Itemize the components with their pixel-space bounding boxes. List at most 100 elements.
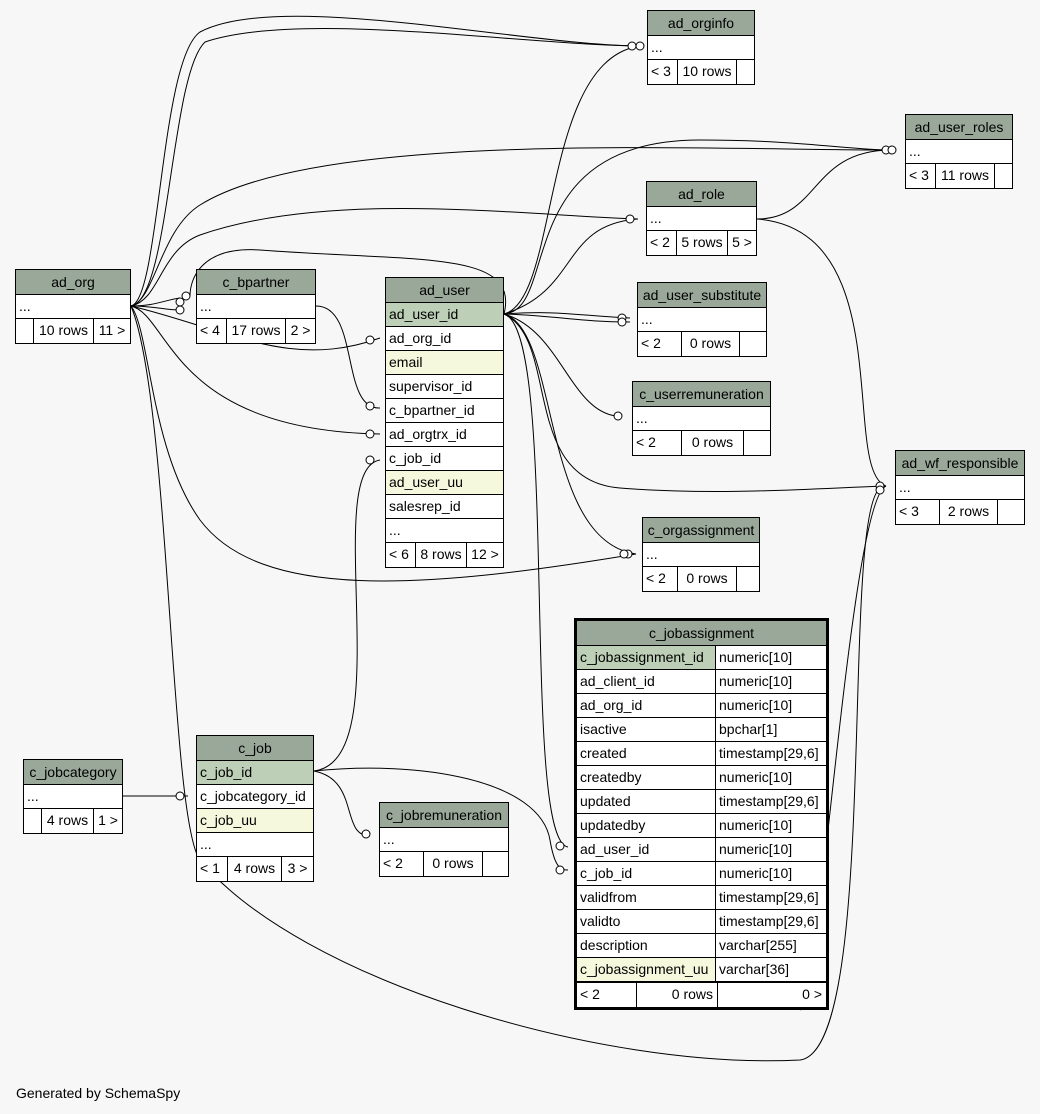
column-name: ... <box>899 479 911 495</box>
parents-count[interactable]: < 2 <box>643 567 678 591</box>
table-ad_orginfo[interactable]: ad_orginfo ... < 3 10 rows <box>647 10 755 85</box>
table-title[interactable]: c_jobcategory <box>24 760 122 785</box>
row-count: 17 rows <box>227 319 286 343</box>
table-c_bpartner[interactable]: c_bpartner ... < 4 17 rows 2 > <box>196 269 316 344</box>
parents-count[interactable]: < 3 <box>896 500 940 524</box>
column-type: numeric[10] <box>715 646 826 669</box>
children-count[interactable] <box>740 332 766 356</box>
table-c_orgassignment[interactable]: c_orgassignment ... < 2 0 rows <box>642 517 760 592</box>
table-title[interactable]: ad_orginfo <box>648 11 754 36</box>
parents-count[interactable]: < 2 <box>380 852 424 876</box>
table-ad_user[interactable]: ad_user ad_user_id ad_org_id email super… <box>385 277 504 568</box>
parents-count[interactable]: < 3 <box>648 60 678 84</box>
relationship-edge <box>756 218 887 487</box>
table-title[interactable]: c_job <box>197 736 313 761</box>
optional-marker <box>365 429 375 439</box>
children-count[interactable] <box>744 431 770 455</box>
relationship-edge <box>503 313 637 555</box>
children-count[interactable]: 3 > <box>287 860 308 876</box>
table-title[interactable]: ad_user <box>386 278 503 303</box>
column-name: ... <box>909 143 921 159</box>
table-footer: < 1 4 rows 3 > <box>197 857 313 881</box>
table-footer: < 6 8 rows 12 > <box>386 543 503 567</box>
children-count[interactable]: 0 > <box>802 986 822 1002</box>
optional-marker <box>635 41 645 51</box>
parents-count[interactable]: < 2 <box>633 431 682 455</box>
column-name: c_job_id <box>389 450 442 466</box>
parents-count[interactable]: < 2 <box>577 983 637 1007</box>
optional-marker <box>365 335 375 345</box>
relationship-edge <box>130 305 881 1062</box>
optional-marker <box>175 791 185 801</box>
column-name: created <box>580 745 627 761</box>
table-c_jobcategory[interactable]: c_jobcategory ... 4 rows 1 > <box>23 759 123 834</box>
table-ad_org[interactable]: ad_org ... 10 rows 11 > <box>15 269 131 344</box>
children-count[interactable]: 11 > <box>98 322 126 338</box>
parents-count[interactable] <box>24 809 42 833</box>
row-count: 0 rows <box>678 567 737 591</box>
column-name: ... <box>389 522 401 538</box>
parents-count[interactable]: < 2 <box>647 231 677 255</box>
children-count[interactable]: 1 > <box>98 812 118 828</box>
children-count[interactable]: 12 > <box>471 546 499 562</box>
optional-marker <box>175 297 185 307</box>
optional-marker <box>175 305 185 315</box>
parents-count[interactable]: < 4 <box>197 319 227 343</box>
optional-marker <box>555 841 565 851</box>
optional-marker <box>365 401 375 411</box>
relationship-edge <box>503 313 569 848</box>
table-title[interactable]: ad_role <box>647 182 756 207</box>
table-footer: < 3 11 rows <box>906 164 1012 188</box>
table-title[interactable]: c_jobremuneration <box>380 803 508 828</box>
children-count[interactable] <box>995 164 1012 188</box>
children-count[interactable] <box>737 60 754 84</box>
table-title[interactable]: ad_wf_responsible <box>896 451 1024 476</box>
row-count: 4 rows <box>42 809 94 833</box>
table-title[interactable]: ad_user_substitute <box>638 283 766 308</box>
children-count[interactable]: 2 > <box>290 322 311 338</box>
table-footer: < 2 0 rows <box>643 567 759 591</box>
row-count: 10 rows <box>34 319 94 343</box>
relationship-edge <box>130 207 639 307</box>
table-title[interactable]: c_userremuneration <box>633 382 770 407</box>
table-ad_user_roles[interactable]: ad_user_roles ... < 3 11 rows <box>905 114 1013 189</box>
column-name: c_jobassignment_uu <box>577 958 715 981</box>
column-name: ... <box>383 831 395 847</box>
column-type: varchar[255] <box>715 934 826 957</box>
table-c_job[interactable]: c_job c_job_id c_jobcategory_id c_job_uu… <box>196 735 314 882</box>
table-title[interactable]: c_jobassignment <box>577 621 826 646</box>
row-count: 5 rows <box>677 231 728 255</box>
table-c_jobremuneration[interactable]: c_jobremuneration ... < 2 0 rows <box>379 802 509 877</box>
row-count: 0 rows <box>637 983 718 1007</box>
children-count[interactable] <box>483 852 508 876</box>
table-ad_user_substitute[interactable]: ad_user_substitute ... < 2 0 rows <box>637 282 767 357</box>
row-count: 11 rows <box>936 164 995 188</box>
row-count: 0 rows <box>682 431 744 455</box>
table-ad_wf_responsible[interactable]: ad_wf_responsible ... < 3 2 rows <box>895 450 1025 525</box>
table-title[interactable]: c_bpartner <box>197 270 315 295</box>
table-footer: < 3 10 rows <box>648 60 754 84</box>
parents-count[interactable]: < 3 <box>906 164 936 188</box>
table-title[interactable]: ad_org <box>16 270 130 295</box>
column-name: ... <box>200 836 212 852</box>
relationship-edge <box>503 45 641 315</box>
parents-count[interactable]: < 2 <box>638 332 682 356</box>
table-ad_role[interactable]: ad_role ... < 2 5 rows 5 > <box>646 181 757 256</box>
table-title[interactable]: c_orgassignment <box>643 518 759 543</box>
column-type: numeric[10] <box>715 862 826 885</box>
table-c_userremuneration[interactable]: c_userremuneration ... < 2 0 rows <box>632 381 771 456</box>
table-title[interactable]: ad_user_roles <box>906 115 1012 140</box>
table-footer: < 2 0 rows <box>633 431 770 455</box>
optional-marker <box>555 865 565 875</box>
relationship-edge <box>503 313 617 417</box>
column-name: c_job_id <box>197 761 313 784</box>
parents-count[interactable]: < 6 <box>386 543 416 567</box>
parents-count[interactable]: < 1 <box>197 857 228 881</box>
children-count[interactable] <box>737 567 759 591</box>
children-count[interactable] <box>998 500 1024 524</box>
relationship-edge <box>315 305 381 409</box>
children-count[interactable]: 5 > <box>732 234 752 250</box>
column-type: numeric[10] <box>715 694 826 717</box>
parents-count[interactable] <box>16 319 34 343</box>
